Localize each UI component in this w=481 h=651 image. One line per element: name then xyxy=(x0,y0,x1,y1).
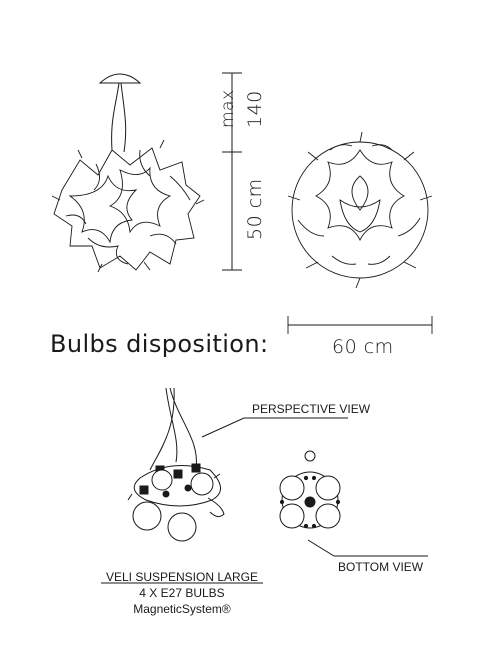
dimension-max-label: max xyxy=(218,89,238,128)
dimension-max-value: 140 xyxy=(244,90,266,128)
bulbs-disposition-heading: Bulbs disposition: xyxy=(50,330,269,358)
dimension-width-value: 60 cm xyxy=(332,336,394,358)
bulbs-bottom-view xyxy=(279,450,428,557)
perspective-callout-line xyxy=(201,417,348,438)
bottom-callout-line xyxy=(307,539,428,557)
bottom-view-label: BOTTOM VIEW xyxy=(338,560,424,574)
caption-system: MagneticSystem® xyxy=(133,602,231,616)
caption-bulbs: 4 X E27 BULBS xyxy=(139,586,225,600)
caption-model: VELI SUSPENSION LARGE xyxy=(105,570,259,584)
dimension-height-value: 50 cm xyxy=(244,178,266,240)
bulbs xyxy=(132,469,214,542)
lamp-side-view xyxy=(51,72,242,273)
suspension-cable-2 xyxy=(120,82,127,153)
ceiling-canopy xyxy=(98,73,142,84)
lamp-top-view xyxy=(287,131,433,334)
perspective-view-label: PERSPECTIVE VIEW xyxy=(252,402,371,416)
bulbs-perspective-view xyxy=(127,387,348,542)
suspension-cable xyxy=(111,82,120,151)
lamp-shade-side xyxy=(51,139,205,273)
